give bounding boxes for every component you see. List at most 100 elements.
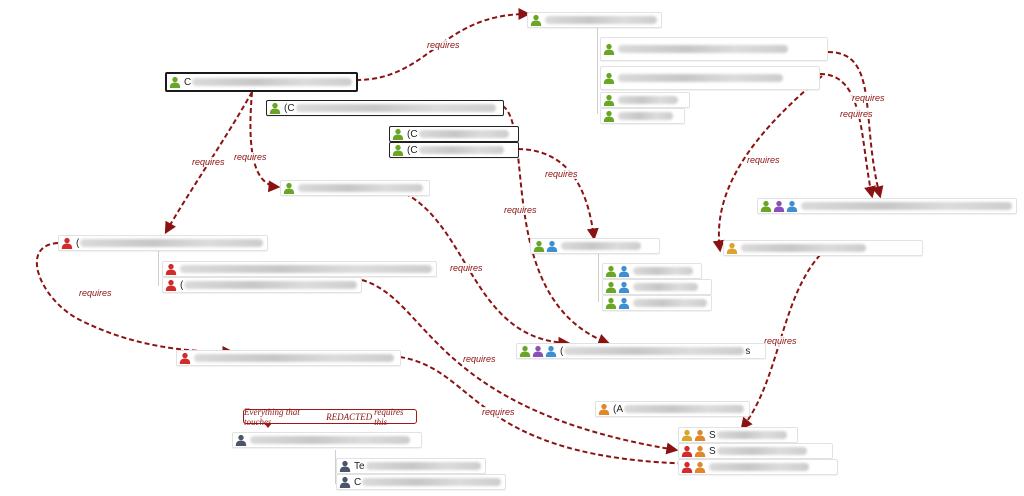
node-label-prefix: ( — [180, 279, 184, 291]
redacted-label — [633, 299, 707, 307]
redacted-label — [801, 202, 1012, 210]
member-icons — [603, 110, 615, 122]
person-icon — [605, 265, 617, 277]
person-icon — [681, 429, 693, 441]
edge-red-to-bottom — [361, 279, 679, 455]
person-icon — [618, 265, 630, 277]
node-cluster-child-1[interactable] — [602, 263, 702, 279]
redacted-label — [418, 130, 509, 138]
node-label-suffix: s — [745, 345, 751, 357]
node-top-child-2[interactable] — [600, 66, 820, 90]
annotation-note: Everything that touches REDACTED require… — [243, 406, 417, 427]
node-root[interactable]: C — [165, 72, 358, 92]
edge-label: requires — [449, 263, 484, 273]
person-icon — [339, 476, 351, 488]
node-top-child-1[interactable] — [600, 37, 828, 61]
branch-line-top — [597, 28, 598, 114]
redacted-label — [618, 45, 788, 53]
node-label-prefix: S — [709, 429, 716, 441]
member-icons — [726, 242, 738, 254]
person-icon — [519, 345, 531, 357]
edge-label: requires — [763, 336, 798, 346]
person-icon — [681, 461, 693, 473]
redacted-label — [564, 347, 745, 355]
node-label-prefix: ( — [76, 237, 80, 249]
node-mid[interactable] — [280, 180, 430, 196]
node-top[interactable] — [527, 12, 662, 28]
node-annotated[interactable] — [232, 432, 422, 448]
redacted-label — [250, 436, 410, 444]
node-trio[interactable] — [757, 198, 1017, 214]
node-orange[interactable]: (A — [595, 401, 750, 417]
person-icon — [773, 200, 785, 212]
node-label-prefix: ( — [560, 345, 564, 357]
node-label-prefix: (C — [407, 128, 418, 140]
node-lower-left[interactable] — [176, 350, 401, 366]
person-icon — [760, 200, 772, 212]
redacted-label — [80, 239, 263, 247]
node-top-child-3[interactable] — [600, 92, 690, 108]
note-text-before: Everything that touches — [244, 406, 300, 427]
edge-label: requires — [851, 93, 886, 103]
redacted-label — [716, 431, 787, 439]
person-icon — [605, 281, 617, 293]
person-icon — [694, 461, 706, 473]
member-icons — [179, 352, 191, 364]
person-icon — [598, 403, 610, 415]
person-icon — [603, 43, 615, 55]
person-icon — [392, 144, 404, 156]
node-cluster[interactable] — [530, 238, 660, 254]
node-gold[interactable] — [723, 240, 923, 256]
node-top-child-4[interactable] — [600, 108, 685, 124]
person-icon — [694, 429, 706, 441]
edge-label: requires — [503, 205, 538, 215]
node-subtree-child-2[interactable]: (C — [389, 142, 519, 158]
redacted-label — [741, 244, 866, 252]
person-icon — [283, 182, 295, 194]
node-subtree[interactable]: (C — [266, 100, 504, 116]
person-icon — [339, 460, 351, 472]
node-left-child-2[interactable]: ( — [162, 277, 362, 293]
edge-gold-to-bottom — [740, 254, 821, 430]
person-icon — [530, 14, 542, 26]
node-label-prefix: C — [184, 76, 192, 88]
edge-label: requires — [191, 157, 226, 167]
member-icons — [605, 265, 630, 277]
edge-top-to-trio — [827, 51, 884, 199]
edge-label: requires — [233, 152, 268, 162]
node-bottom-2[interactable]: S — [678, 443, 833, 459]
edge-top2-to-gold — [712, 75, 823, 253]
member-icons — [681, 461, 706, 473]
edge-mid-to-center — [397, 189, 571, 349]
person-icon — [681, 445, 693, 457]
node-center[interactable]: (s — [516, 343, 766, 359]
member-icons — [339, 476, 351, 488]
person-icon — [726, 242, 738, 254]
member-icons — [235, 434, 247, 446]
node-cluster-child-2[interactable] — [602, 279, 712, 295]
member-icons — [603, 72, 615, 84]
branch-line-left — [158, 250, 159, 286]
person-icon — [269, 102, 281, 114]
node-left-child-1[interactable] — [162, 261, 437, 277]
node-annotated-child-1[interactable]: Te — [336, 458, 486, 474]
note-text-emphasis: REDACTED — [326, 411, 373, 422]
redacted-label — [633, 267, 693, 275]
redacted-label — [184, 281, 357, 289]
edge-label: requires — [426, 40, 461, 50]
node-bottom-1[interactable]: S — [678, 427, 798, 443]
person-icon — [605, 297, 617, 309]
node-cluster-child-3[interactable] — [602, 295, 712, 311]
redacted-label — [298, 184, 423, 192]
member-icons — [681, 445, 706, 457]
node-subtree-child-1[interactable]: (C — [389, 126, 519, 142]
node-annotated-child-2[interactable]: C — [336, 474, 506, 490]
person-icon — [61, 237, 73, 249]
redacted-label — [624, 405, 744, 413]
node-bottom-3[interactable] — [678, 459, 838, 475]
person-icon — [235, 434, 247, 446]
person-icon — [165, 279, 177, 291]
member-icons — [603, 43, 615, 55]
node-left[interactable]: ( — [58, 235, 268, 251]
member-icons — [392, 144, 404, 156]
